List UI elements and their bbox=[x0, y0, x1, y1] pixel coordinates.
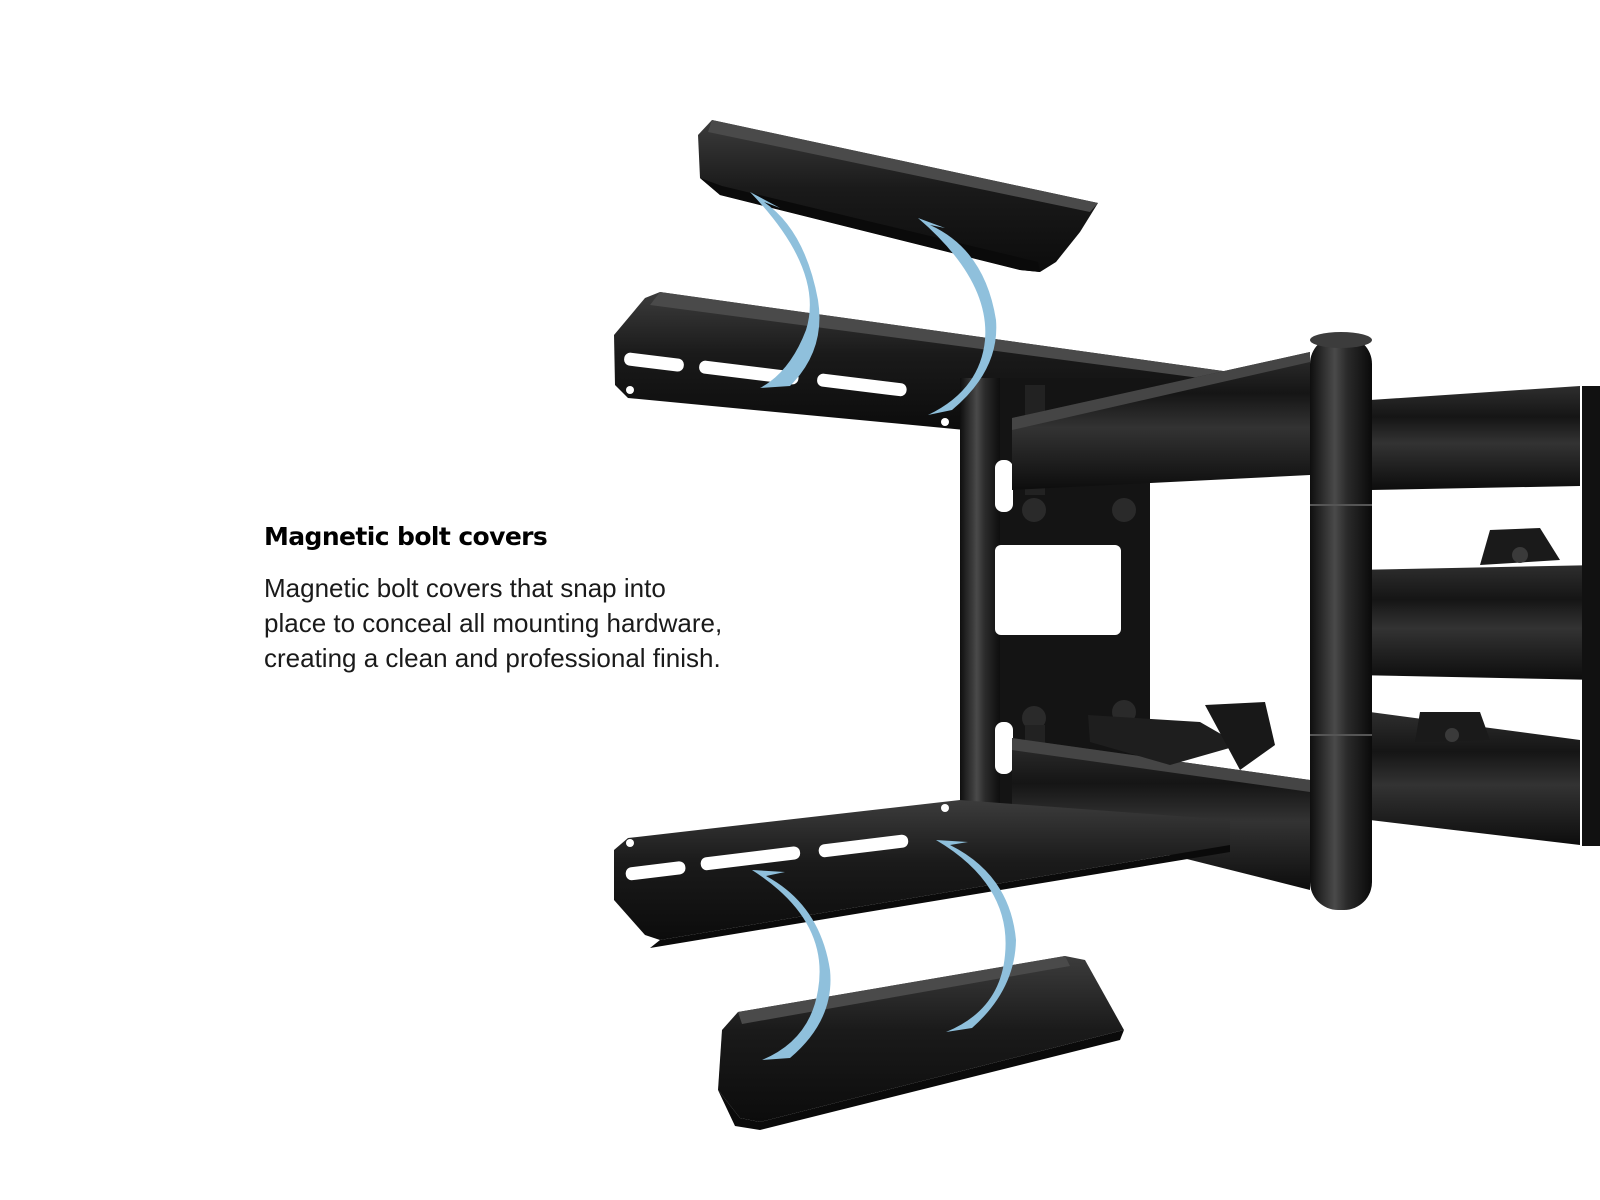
upper-arm bbox=[1012, 352, 1580, 490]
feature-title: Magnetic bolt covers bbox=[264, 522, 548, 551]
hinge-column bbox=[1310, 332, 1600, 910]
bottom-wall-rail bbox=[614, 800, 1230, 948]
curved-arrow-icon bbox=[750, 192, 1016, 1060]
top-bolt-cover bbox=[698, 120, 1098, 272]
description-line: place to conceal all mounting hardware, bbox=[264, 608, 723, 638]
description-line: Magnetic bolt covers that snap into bbox=[264, 573, 666, 603]
description-line: creating a clean and professional finish… bbox=[264, 643, 721, 673]
bottom-bolt-cover bbox=[718, 956, 1124, 1130]
lower-arm bbox=[1012, 702, 1580, 890]
middle-arm bbox=[1352, 528, 1600, 742]
feature-description: Magnetic bolt covers that snap into plac… bbox=[264, 571, 824, 676]
feature-description-block: Magnetic bolt covers Magnetic bolt cover… bbox=[264, 522, 824, 676]
